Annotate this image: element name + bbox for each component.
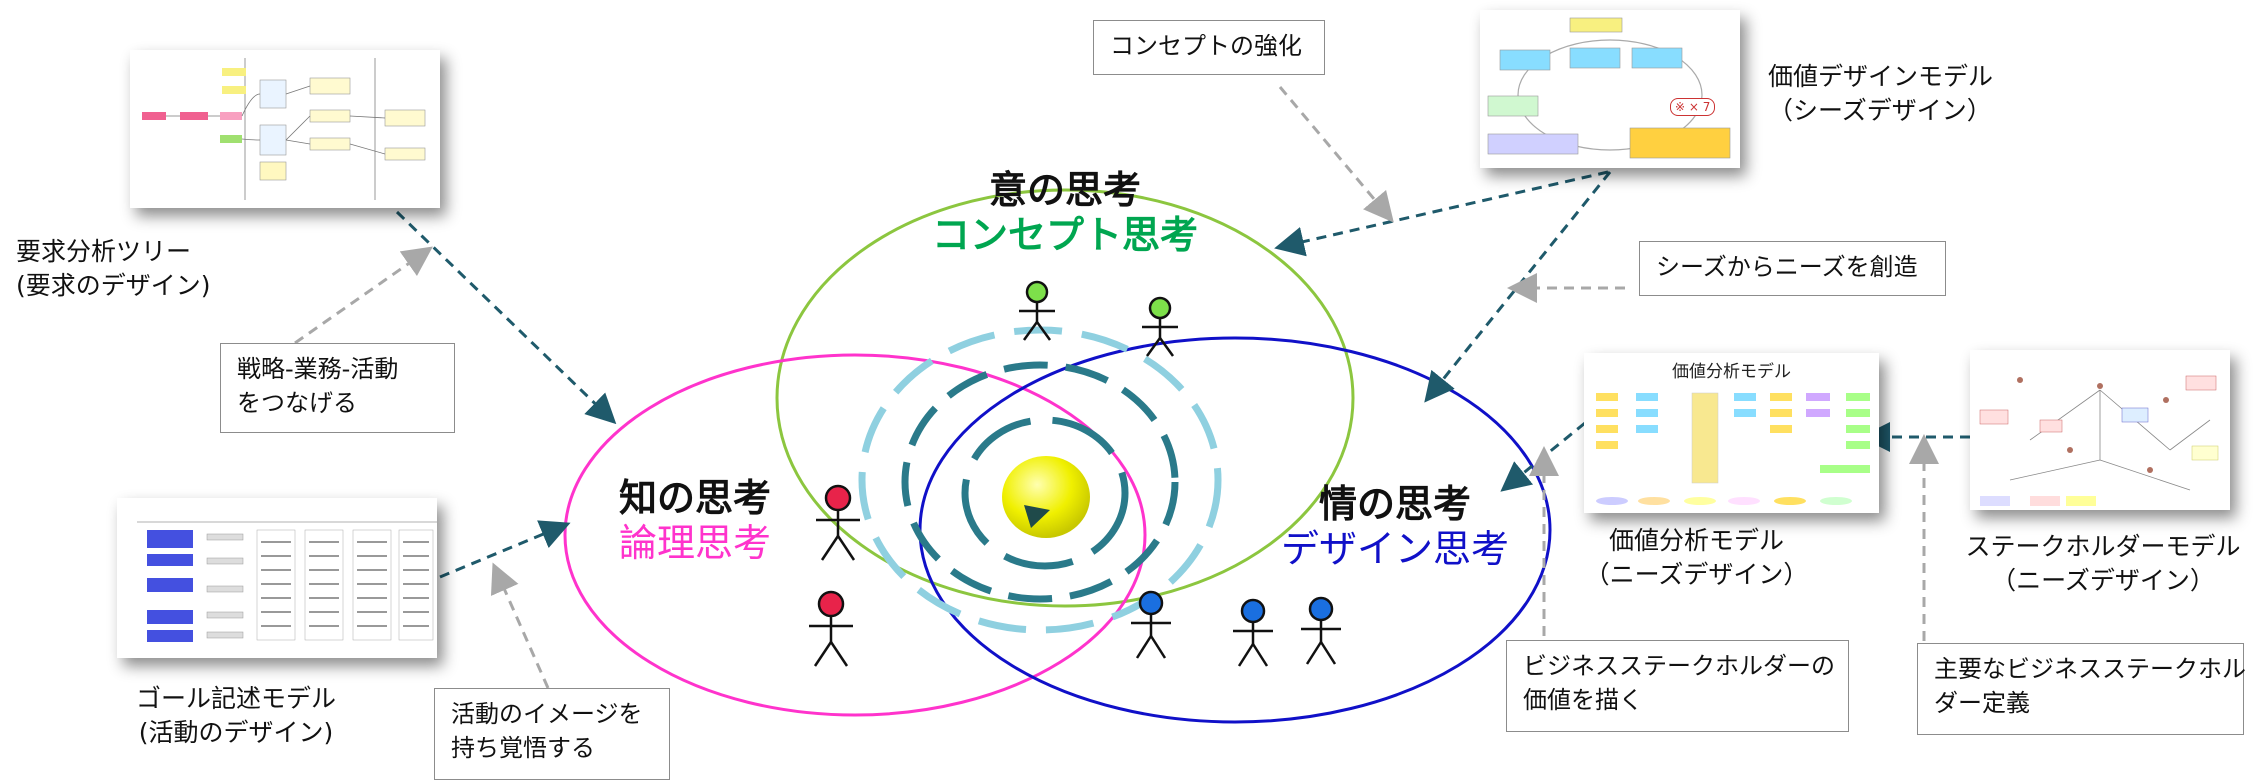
biz-value-callout-line2: 価値を描く: [1523, 686, 1643, 714]
activity-image-callout-line1: 活動のイメージを: [451, 700, 643, 728]
stakeholder-label-line2: （ニーズデザイン）: [1991, 566, 2215, 595]
value-design-label: 価値デザインモデル （シーズデザイン）: [1768, 60, 1993, 128]
seeds-callout-text: シーズからニーズを創造: [1656, 253, 1918, 281]
value-design-label-line1: 価値デザインモデル: [1768, 62, 1994, 91]
stakeholder-diagram: [1979, 375, 2219, 506]
concept-thinking-subtitle: コンセプト思考: [931, 213, 1198, 257]
middle-dashed-ring: [901, 361, 1179, 603]
logic-thinking-label: 知の思考 論理思考: [590, 476, 800, 566]
concept-callout-arrow: [1278, 86, 1394, 223]
outer-dashed-ring: [858, 326, 1222, 634]
stick-figure: [1301, 596, 1341, 665]
inner-dashed-ring: [961, 416, 1129, 570]
main-stakeholder-callout-line2: ダー定義: [1934, 689, 2030, 717]
concept-thinking-title: 意の思考: [988, 168, 1141, 212]
requirement-tree-label: 要求分析ツリー (要求のデザイン): [16, 235, 211, 303]
goal-model-label-line1: ゴール記述モデル: [136, 684, 337, 713]
core-arrowhead: [1024, 505, 1050, 528]
seeds-callout: シーズからニーズを創造: [1639, 241, 1946, 296]
concept-circle: [775, 188, 1355, 608]
requirement-tree-label-line2: (要求のデザイン): [16, 271, 211, 300]
design-thinking-label: 情の思考 デザイン思考: [1270, 482, 1520, 572]
activity-image-callout-line2: 持ち覚悟する: [451, 734, 595, 762]
value-design-diagram: [1487, 17, 1731, 159]
strategy-callout-line1: 戦略-業務-活動: [237, 355, 399, 383]
design-thinking-title: 情の思考: [1318, 482, 1471, 526]
logic-thinking-subtitle: 論理思考: [618, 521, 771, 565]
stick-figure: [809, 590, 853, 667]
concept-callout: コンセプトの強化: [1093, 20, 1325, 75]
goal-model-table: [137, 521, 437, 642]
requirement-tree-thumbnail: [130, 50, 440, 208]
goal-to-logic-arrow: [439, 520, 571, 579]
requirement-tree-label-line1: 要求分析ツリー: [16, 237, 192, 266]
stick-figure: [1142, 296, 1178, 357]
main-stakeholder-callout: 主要なビジネスステークホル ダー定義: [1917, 643, 2246, 735]
strategy-callout-arrow: [294, 246, 433, 345]
stakeholder-thumbnail: [1970, 350, 2230, 510]
requirement-tree-diagram: [142, 58, 426, 200]
value-analysis-label-line2: （ニーズデザイン）: [1584, 560, 1809, 589]
stick-figure: [1131, 590, 1171, 659]
core-ball: [1002, 456, 1090, 538]
value-design-thumbnail: ※ × 7: [1480, 10, 1740, 168]
stakeholder-label: ステークホルダーモデル （ニーズデザイン）: [1958, 530, 2248, 598]
strategy-callout: 戦略-業務-活動 をつなげる: [220, 343, 455, 433]
logic-thinking-title: 知の思考: [618, 476, 771, 520]
value-analysis-label: 価値分析モデル （ニーズデザイン）: [1584, 524, 1809, 592]
value-analysis-thumbnail: 価値分析モデル: [1584, 353, 1879, 513]
value-design-label-line2: （シーズデザイン）: [1768, 96, 1992, 125]
value-analysis-grid: [1596, 392, 1870, 505]
activity-image-callout: 活動のイメージを 持ち覚悟する: [434, 688, 670, 780]
value-design-to-concept-arrow: [1274, 170, 1609, 257]
concept-callout-text: コンセプトの強化: [1110, 32, 1302, 60]
stakeholder-label-line1: ステークホルダーモデル: [1965, 532, 2241, 561]
strategy-callout-line2: をつなげる: [237, 389, 357, 417]
goal-model-thumbnail: [117, 498, 437, 658]
stick-figure: [1019, 280, 1055, 341]
biz-value-callout-line1: ビジネスステークホルダーの: [1523, 652, 1835, 680]
design-thinking-subtitle: デザイン思考: [1280, 527, 1509, 571]
stick-figure: [816, 484, 860, 561]
main-stakeholder-callout-line1: 主要なビジネスステークホル: [1934, 655, 2246, 683]
activity-callout-arrow: [490, 562, 550, 689]
stick-figure: [1233, 598, 1273, 667]
goal-model-label-line2: (活動のデザイン): [138, 718, 334, 747]
value-analysis-label-line1: 価値分析モデル: [1608, 526, 1784, 555]
concept-thinking-label: 意の思考 コンセプト思考: [900, 168, 1230, 258]
value-design-multiplier: ※ × 7: [1670, 98, 1716, 116]
biz-value-callout: ビジネスステークホルダーの 価値を描く: [1506, 640, 1849, 732]
goal-model-label: ゴール記述モデル (活動のデザイン): [136, 682, 336, 750]
value-analysis-thumb-title: 価値分析モデル: [1672, 362, 1791, 382]
